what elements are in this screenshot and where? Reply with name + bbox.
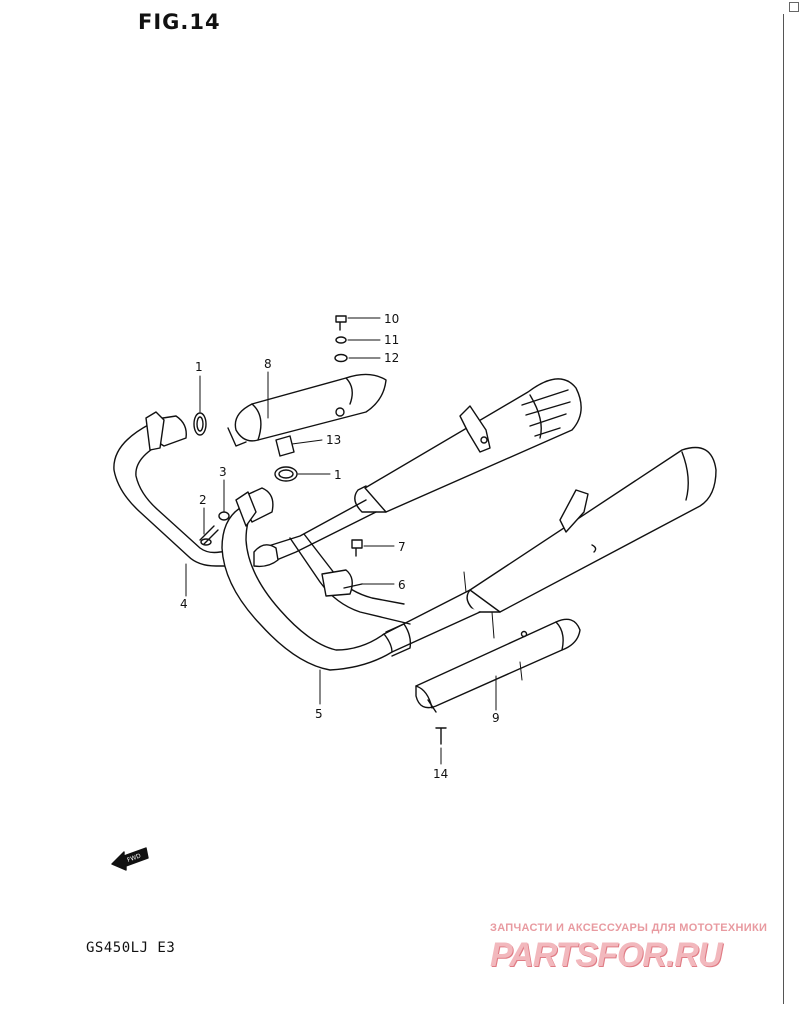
callout-8: 8: [264, 357, 272, 371]
heat-shield-8: [227, 373, 387, 447]
callout-12: 12: [384, 351, 399, 365]
page-border-line: [783, 14, 784, 1004]
gasket-1-lower: [274, 466, 298, 482]
fwd-label: FWD: [126, 852, 142, 863]
heat-shield-9: [415, 618, 581, 713]
crossover-pipe: [253, 499, 411, 625]
callout-14: 14: [433, 767, 448, 781]
bolt-2: [199, 525, 219, 546]
callout-7: 7: [398, 540, 406, 554]
callout-3: 3: [219, 465, 227, 479]
callout-1-lower: 1: [334, 468, 342, 482]
callout-10: 10: [384, 312, 399, 326]
callout-9: 9: [492, 711, 500, 725]
leader-lines: [185, 317, 523, 765]
lower-muffler: [466, 446, 717, 613]
callout-13: 13: [326, 433, 341, 447]
bolt-10: [335, 315, 347, 331]
callout-numbers: 1 1 2 3 4 5 6 7 8 9 10 11 12 13 14: [180, 312, 500, 781]
watermark-logo: PARTSFOR.RU: [490, 936, 722, 974]
bolt-7: [351, 539, 363, 557]
upper-muffler: [354, 378, 582, 513]
gasket-1-upper: [193, 412, 207, 436]
bracket-13: [275, 435, 295, 457]
callout-1-upper: 1: [195, 360, 203, 374]
callout-4: 4: [180, 597, 188, 611]
washer-11: [335, 336, 347, 344]
clamp-6: [321, 569, 363, 597]
callout-2: 2: [199, 493, 207, 507]
callout-11: 11: [384, 333, 399, 347]
corner-mark: [789, 2, 799, 12]
nut-12: [334, 353, 348, 363]
watermark-tagline: ЗАПЧАСТИ И АКСЕССУАРЫ ДЛЯ МОТОТЕХНИКИ: [490, 922, 768, 934]
figure-title: FIG.14: [138, 10, 221, 34]
model-code: GS450LJ E3: [86, 940, 176, 956]
forward-arrow-icon: FWD: [111, 847, 149, 871]
callout-5: 5: [315, 707, 323, 721]
bolt-14: [435, 727, 447, 745]
callout-6: 6: [398, 578, 406, 592]
